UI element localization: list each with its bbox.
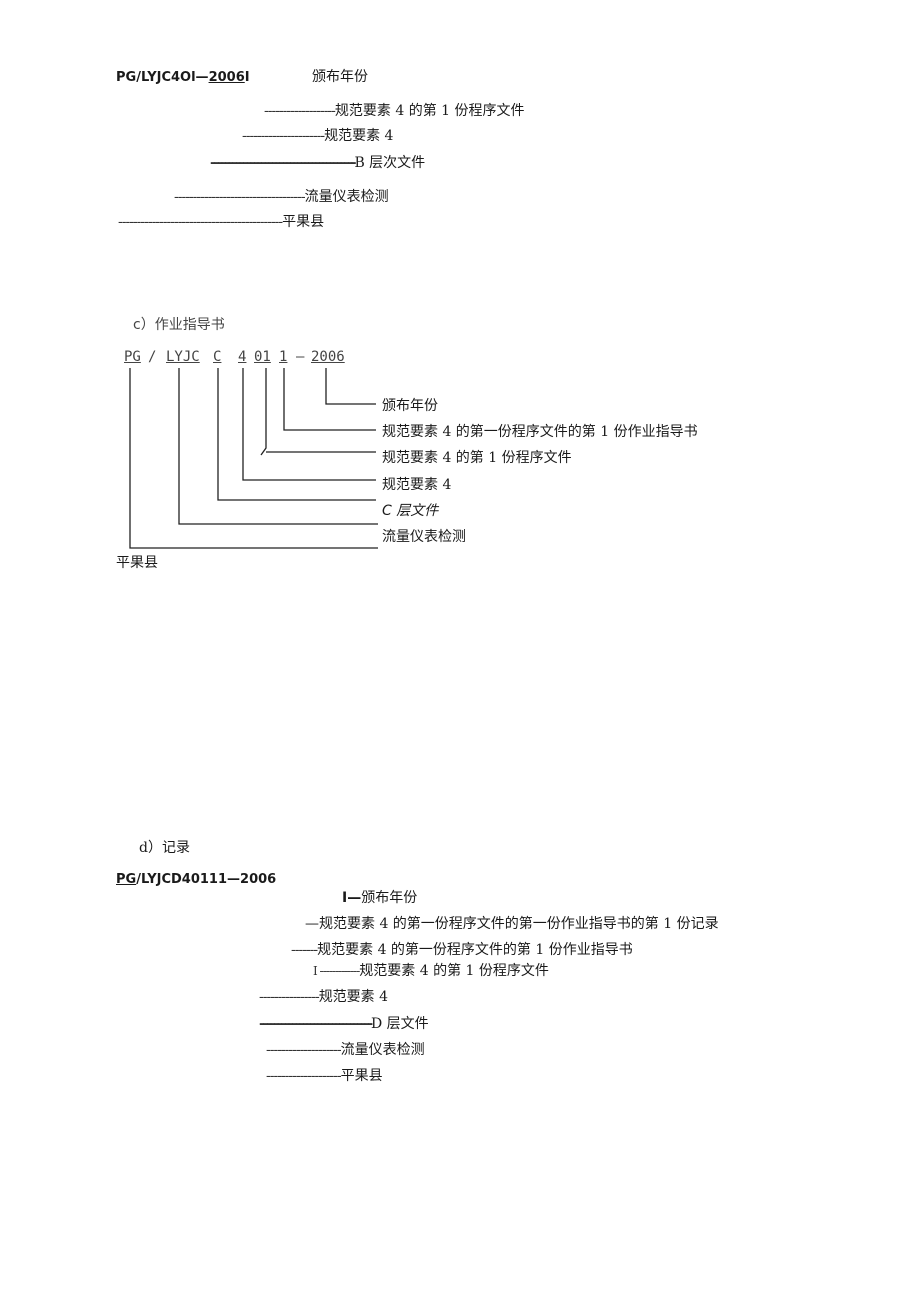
code-part-lyjc: LYJC: [166, 349, 200, 365]
section-d-line-5: ----------------规范要素 4: [259, 990, 388, 1004]
dash-leader: ----------------: [259, 989, 320, 1005]
dash-leader: -------: [291, 942, 318, 958]
code-part-dash: —: [296, 349, 305, 365]
section-b-line-5: ----------------------------------------…: [118, 215, 324, 229]
dash-leader: -------------------: [264, 103, 336, 119]
line-label: 流量仪表检测: [304, 189, 389, 205]
code-part-c: C: [213, 349, 222, 365]
section-b-code-year: 2006: [208, 70, 245, 85]
dash-leader: -------------------------------: [259, 1016, 373, 1032]
dash-leader: --------------------: [266, 1068, 342, 1084]
line-label: 平果县: [282, 214, 325, 230]
section-d-line-6: -------------------------------D 层文件: [259, 1017, 429, 1031]
section-b-line-1: -------------------规范要素 4 的第 1 份程序文件: [264, 104, 525, 118]
line-label: 规范要素 4 的第一份程序文件的第 1 份作业指导书: [317, 942, 633, 958]
section-d-line-8: --------------------平果县: [266, 1069, 383, 1083]
section-c-heading: c）作业指导书: [133, 317, 225, 333]
connector-procedure: [260, 368, 376, 456]
line-label: B 层次文件: [354, 155, 426, 171]
code-part-01: 01: [254, 349, 271, 365]
line-label: 流量仪表检测: [340, 1042, 425, 1058]
dash-leader: I -------------: [313, 964, 360, 978]
section-d-code-rest: /LYJCD40111—2006: [136, 872, 277, 887]
section-b-code: PG/LYJC4Ol—2006I: [116, 71, 250, 84]
section-d-line-7: --------------------流量仪表检测: [266, 1043, 425, 1057]
connector-instruction: [283, 368, 376, 431]
section-d-code-prefix: PG: [116, 872, 137, 887]
section-b-line-4: -----------------------------------流量仪表检…: [174, 190, 389, 204]
section-c-label-pg: 平果县: [116, 555, 158, 571]
code-part-2006: 2006: [311, 349, 345, 365]
section-c-label-lyjc: 流量仪表检测: [382, 529, 466, 545]
section-d-heading: d）记录: [139, 840, 190, 856]
code-part-1: 1: [279, 349, 288, 365]
section-c-label-element: 规范要素 4: [382, 477, 452, 493]
section-b-code-prefix: PG/LYJC4Ol—: [116, 70, 209, 85]
section-c-label-layer: C 层文件: [382, 503, 439, 519]
connector-year: [325, 368, 376, 405]
dash-leader: ----------------------------------------: [210, 155, 357, 171]
line-label: D 层文件: [370, 1016, 429, 1032]
section-c-label-instruction: 规范要素 4 的第一份程序文件的第 1 份作业指导书: [382, 424, 698, 440]
dash-leader: ----------------------------------------…: [118, 214, 283, 230]
line-label: 颁布年份: [361, 890, 418, 906]
connector-layer: [217, 368, 376, 501]
section-d-line-2: —规范要素 4 的第一份程序文件的第一份作业指导书的第 1 份记录: [305, 917, 719, 931]
line-label: 平果县: [340, 1068, 383, 1084]
line-label: 规范要素 4: [324, 128, 394, 144]
section-b-line-2: ----------------------规范要素 4: [242, 129, 393, 143]
section-d-line-4: I -------------规范要素 4 的第 1 份程序文件: [313, 964, 549, 978]
section-c-label-procedure: 规范要素 4 的第 1 份程序文件: [382, 450, 572, 466]
line-label: 规范要素 4: [318, 989, 389, 1005]
section-b-year-label: 颁布年份: [312, 69, 368, 85]
dash-leader: ----------------------: [242, 128, 325, 144]
section-b-line-3: ----------------------------------------…: [210, 156, 425, 170]
line-label: 规范要素 4 的第一份程序文件的第一份作业指导书的第 1 份记录: [319, 916, 719, 932]
dash-leader: -----------------------------------: [174, 189, 306, 205]
line-label: 规范要素 4 的第 1 份程序文件: [359, 963, 549, 979]
dash-leader: --------------------: [266, 1042, 342, 1058]
section-d-line-3: -------规范要素 4 的第一份程序文件的第 1 份作业指导书: [291, 943, 633, 957]
section-d-line-1: I—颁布年份: [342, 891, 417, 905]
connector-element: [242, 368, 376, 481]
connector-lyjc: [178, 368, 378, 525]
dash-leader: I—: [342, 890, 362, 906]
code-part-slash: /: [148, 349, 157, 365]
code-part-4: 4: [238, 349, 247, 365]
section-d-code: PG/LYJCD40111—2006: [116, 873, 276, 886]
connector-pg: [129, 368, 378, 549]
section-c-label-year: 颁布年份: [382, 398, 438, 414]
code-part-pg: PG: [124, 349, 141, 365]
line-label: 规范要素 4 的第 1 份程序文件: [334, 103, 525, 119]
section-b-code-suffix: I: [244, 70, 250, 85]
dash-leader: —: [305, 916, 319, 932]
